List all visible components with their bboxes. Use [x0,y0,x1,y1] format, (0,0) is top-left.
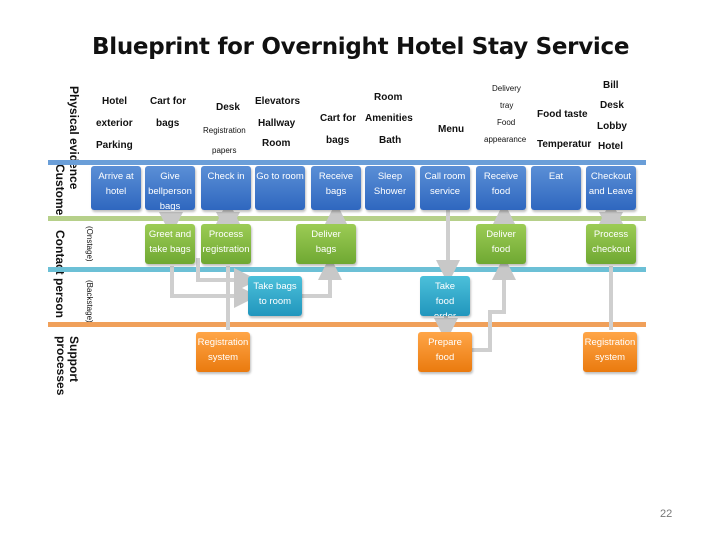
pe-bags-2: bags [326,135,350,146]
customer-action-box: Go to room [255,166,305,210]
pe-cart-for: Cart for [150,96,187,107]
row-label-customer: Customer [53,164,67,221]
pe-food: Food [497,118,516,127]
pe-delivery: Delivery [492,84,521,93]
line-of-visibility [48,216,646,221]
customer-action-box: Check in [201,166,251,210]
pe-elevators: Elevators [255,96,301,107]
pe-temperature: Temperatur [537,139,592,150]
pe-bags: bags [156,118,180,129]
pe-room: Room [262,138,291,149]
backstage-action-box: Takefoodorder [420,276,470,316]
row-label-onstage: (Onstage) [85,226,94,262]
line-of-internal-interaction [48,267,646,272]
pe-tray: tray [500,101,514,110]
row-label-contact-person: Contact person [53,230,67,319]
slide-number: 22 [660,508,673,520]
pe-hallway: Hallway [258,118,296,129]
pe-hotel: Hotel [102,96,127,107]
page-title: Blueprint for Overnight Hotel Stay Servi… [92,34,630,60]
pe-appearance: appearance [484,135,527,144]
pe-cart-for-2: Cart for [320,113,357,124]
pe-exterior: exterior [96,118,133,129]
customer-action-box: Eat [531,166,581,210]
pe-parking: Parking [96,140,133,151]
pe-desk-2: Desk [600,100,624,111]
pe-registration: Registration [203,126,246,135]
pe-papers: papers [212,146,237,155]
row-label-backstage: (Backstage) [85,280,94,323]
pe-food-taste: Food taste [537,109,588,120]
line-of-interaction [48,160,646,165]
pe-desk: Desk [216,102,240,113]
pe-amenities: Amenities [365,113,413,124]
pe-bill: Bill [603,80,619,91]
support-line [48,322,646,327]
pe-bath: Bath [379,135,402,146]
pe-menu: Menu [438,124,465,135]
pe-lobby: Lobby [597,121,627,132]
row-label-support: Support processes [54,336,81,396]
pe-room-2: Room [374,92,403,103]
pe-hotel-2: Hotel [598,141,623,152]
row-label-physical-evidence: Physical evidence [67,86,81,190]
